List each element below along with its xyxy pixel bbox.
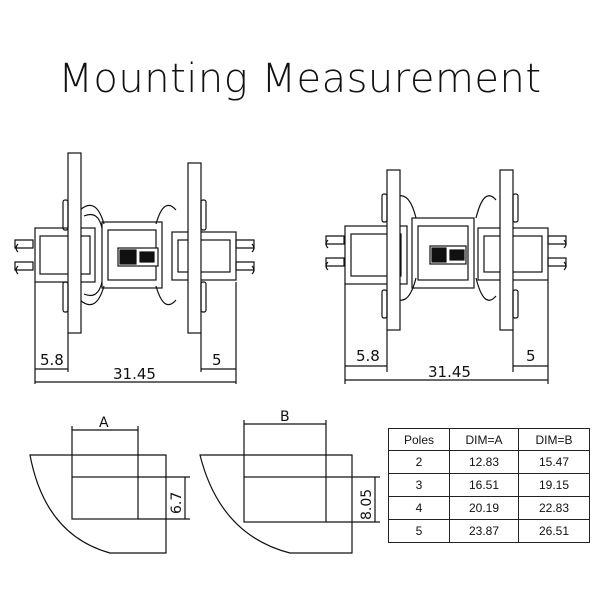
left-connector-assembly	[14, 152, 255, 384]
table-cell: 16.51	[449, 473, 519, 497]
table-cell: 20.19	[449, 496, 519, 520]
table-cell: 5	[388, 519, 450, 543]
table-row: 4 20.19 22.83	[388, 496, 590, 520]
dimension-table: Poles DIM=A DIM=B 2 12.83 15.47 3 16.51 …	[388, 428, 590, 543]
right-connector-assembly	[325, 169, 567, 384]
right-dim-left: 5.8	[356, 347, 380, 365]
table-cell: 19.15	[518, 473, 590, 497]
page-title: Mounting Measurement	[58, 56, 542, 102]
table-cell: 3	[388, 473, 450, 497]
cutout-a-height-label: 6.7	[169, 492, 185, 514]
cutout-a	[29, 426, 190, 554]
cutout-a-width-label: A	[99, 415, 109, 431]
right-dim-right: 5	[526, 347, 536, 365]
left-dim-left: 5.8	[40, 351, 64, 369]
table-row: 3 16.51 19.15	[388, 473, 590, 497]
table-cell: 23.87	[449, 519, 519, 543]
table-row: 2 12.83 15.47	[388, 450, 590, 474]
cutout-b-width-label: B	[280, 409, 290, 425]
table-cell: 2	[388, 450, 450, 474]
left-dim-total: 31.45	[113, 365, 156, 383]
table-cell: 15.47	[518, 450, 590, 474]
cutout-b-height-label: 8.05	[359, 489, 375, 520]
table-header-row: Poles DIM=A DIM=B	[388, 428, 590, 451]
header-poles: Poles	[388, 428, 450, 451]
table-cell: 26.51	[518, 519, 590, 543]
right-dim-total: 31.45	[428, 363, 471, 381]
table-cell: 12.83	[449, 450, 519, 474]
table-cell: 4	[388, 496, 450, 520]
table-cell: 22.83	[518, 496, 590, 520]
left-dim-right: 5	[212, 351, 222, 369]
table-row: 5 23.87 26.51	[388, 519, 590, 543]
cutout-b	[199, 420, 380, 554]
header-dim-b: DIM=B	[518, 428, 590, 451]
header-dim-a: DIM=A	[449, 428, 519, 451]
